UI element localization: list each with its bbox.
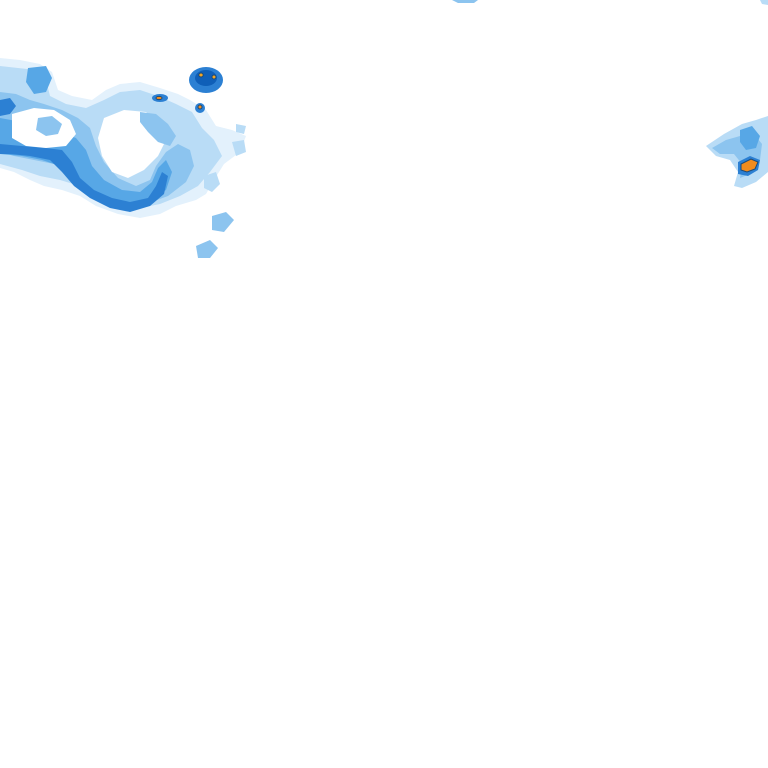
precip-cell-east: [706, 116, 768, 188]
precip-streak-heavy-west: [0, 98, 16, 116]
precip-fragment-southeast-1: [212, 212, 234, 232]
precip-sliver-top-right: [760, 0, 768, 5]
precip-fragment-east-2: [236, 124, 246, 134]
precip-band-heavy-south: [0, 144, 168, 212]
precip-core-east-extreme: [740, 158, 759, 173]
precip-fragment-east-1: [232, 140, 246, 156]
precip-speck-moderate-2: [36, 116, 62, 136]
precip-cell-northwest: [0, 58, 246, 258]
precip-streak-medium-nw: [26, 66, 52, 94]
precip-area-east-medium: [740, 126, 760, 150]
precip-fragment-southeast-3: [204, 172, 220, 192]
precip-cell-top-edge: [452, 0, 768, 5]
precip-core-extreme-mid: [155, 95, 163, 101]
precip-fragment-southeast-2: [196, 240, 218, 258]
precip-core-extreme-center: [197, 104, 203, 110]
precip-core-extreme-north-1: [198, 72, 204, 78]
precip-speck-moderate-1: [140, 112, 176, 146]
precip-sliver-top: [452, 0, 478, 3]
precip-core-extreme-north-2: [211, 74, 217, 80]
